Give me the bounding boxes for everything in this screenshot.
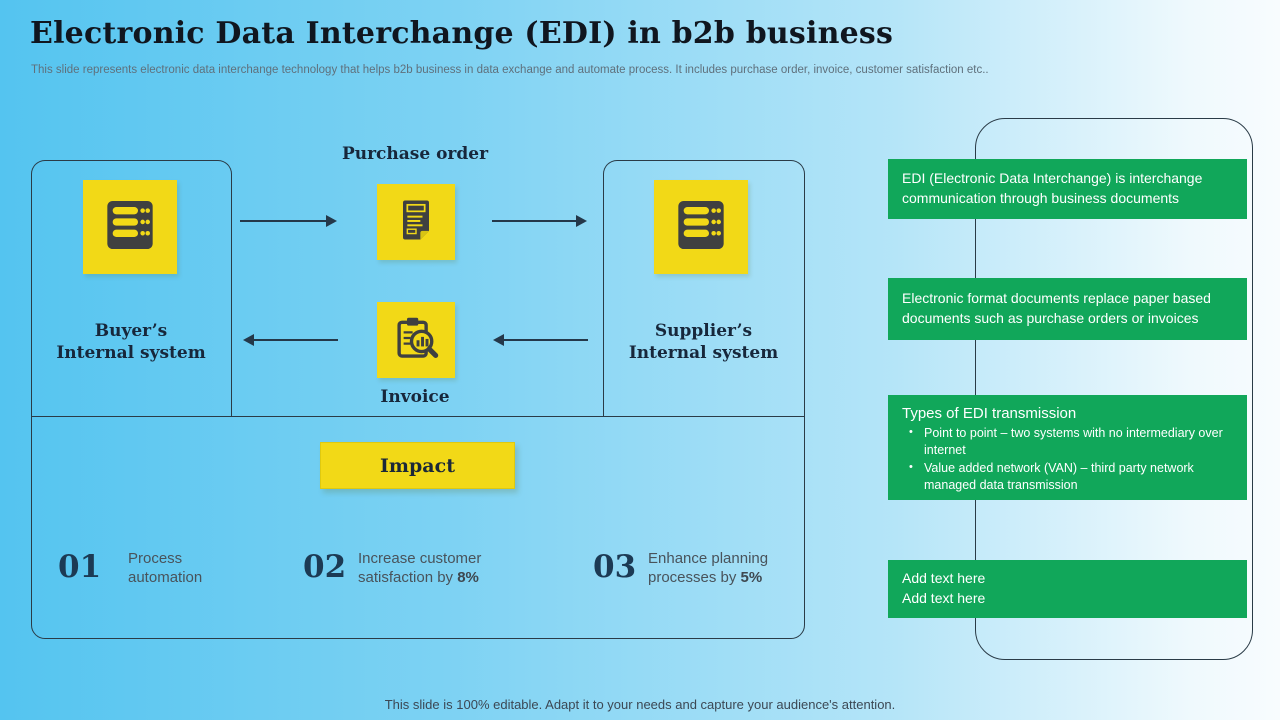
- impact-item-text-bold: 5%: [740, 568, 763, 586]
- note-box-edi-definition: EDI (Electronic Data Interchange) is int…: [888, 159, 1247, 219]
- buyer-system-box: [31, 160, 232, 417]
- impact-item-text-plain: Enhance planning processes by: [648, 550, 769, 586]
- server-icon: [669, 193, 733, 262]
- invoice-icon-tile: [377, 302, 455, 378]
- document-icon: [390, 194, 442, 251]
- transmission-types-title: Types of EDI transmission: [902, 405, 1077, 422]
- add-text-placeholder[interactable]: Add text here Add text here: [888, 560, 1247, 618]
- notes-panel-frame: [975, 118, 1253, 660]
- impact-item-number: 03: [593, 549, 637, 585]
- transmission-types-list: Point to point – two systems with no int…: [902, 425, 1233, 493]
- impact-section-box: [31, 416, 805, 639]
- impact-item-text: Enhance planning processes by 5%: [648, 550, 776, 588]
- transmission-type-item: Value added network (VAN) – third party …: [902, 460, 1233, 493]
- impact-item-text-bold: 8%: [457, 568, 479, 586]
- page-title: Electronic Data Interchange (EDI) in b2b…: [30, 16, 894, 51]
- page-subtitle: This slide represents electronic data in…: [31, 64, 989, 76]
- supplier-label: Supplier’s Internal system: [628, 321, 779, 364]
- server-icon: [98, 193, 162, 262]
- slide-footer-note: This slide is 100% editable. Adapt it to…: [384, 697, 896, 712]
- invoice-label: Invoice: [380, 387, 450, 407]
- impact-item-number: 02: [303, 549, 347, 585]
- purchase-order-icon-tile: [377, 184, 455, 260]
- impact-item-number: 01: [58, 549, 102, 585]
- purchase-order-label: Purchase order: [341, 144, 489, 164]
- impact-item-text: Increase customer satisfaction by 8%: [358, 550, 500, 588]
- impact-item-text-plain: Process automation: [128, 550, 203, 586]
- impact-item-text: Process automation: [128, 550, 240, 588]
- impact-item-text-plain: Increase customer satisfaction by: [358, 550, 482, 586]
- arrow-invoice-to-buyer: [243, 333, 338, 348]
- buyer-label: Buyer’s Internal system: [56, 321, 206, 364]
- impact-heading: Impact: [320, 442, 515, 489]
- arrow-po-to-supplier: [492, 214, 587, 229]
- note-box-edi-transmission-types: Types of EDI transmission Point to point…: [888, 395, 1247, 500]
- arrow-buyer-to-po: [240, 214, 337, 229]
- note-box-electronic-format: Electronic format documents replace pape…: [888, 278, 1247, 340]
- buyer-icon-tile: [83, 180, 177, 274]
- supplier-icon-tile: [654, 180, 748, 274]
- invoice-magnifier-icon: [389, 311, 443, 370]
- transmission-type-item: Point to point – two systems with no int…: [902, 425, 1233, 458]
- arrow-supplier-to-invoice: [493, 333, 588, 348]
- supplier-system-box: [603, 160, 805, 417]
